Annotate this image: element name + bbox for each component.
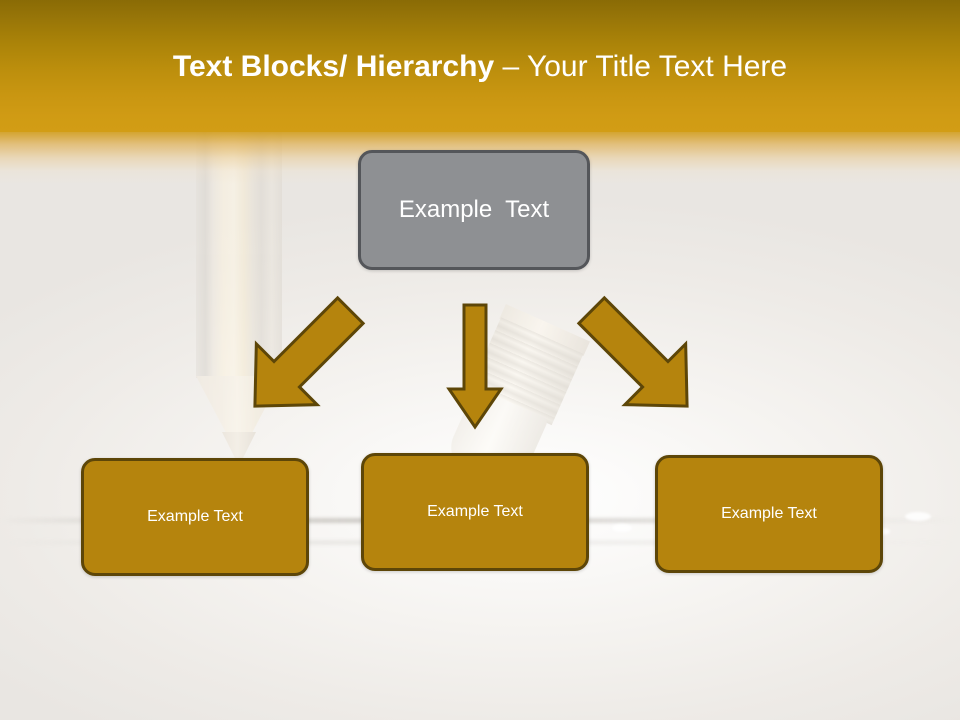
- connector-arrow-down[interactable]: [446, 303, 504, 431]
- page-title-bold: Text Blocks/ Hierarchy: [172, 50, 495, 83]
- hierarchy-child-node-1[interactable]: Example Text: [81, 458, 309, 576]
- hierarchy-child-node-3[interactable]: Example Text: [655, 455, 883, 573]
- hierarchy-child-node-2[interactable]: Example Text: [361, 453, 589, 571]
- hierarchy-child-node-3-label: Example Text: [721, 505, 817, 522]
- eraser-crumb: [905, 512, 931, 521]
- page-title: Text Blocks/ Hierarchy – Your Title Text…: [0, 50, 960, 84]
- page-title-regular: – Your Title Text Here: [494, 50, 788, 83]
- connector-arrow-down-right[interactable]: [566, 285, 712, 431]
- title-bar: Text Blocks/ Hierarchy – Your Title Text…: [0, 0, 960, 132]
- connector-arrow-down-left[interactable]: [230, 285, 376, 431]
- hierarchy-top-node-label: Example Text: [398, 196, 550, 223]
- hierarchy-top-node[interactable]: Example Text: [358, 150, 590, 270]
- hierarchy-child-node-1-label: Example Text: [147, 508, 243, 525]
- hierarchy-child-node-2-label: Example Text: [427, 503, 523, 520]
- eraser-crumb: [612, 524, 632, 532]
